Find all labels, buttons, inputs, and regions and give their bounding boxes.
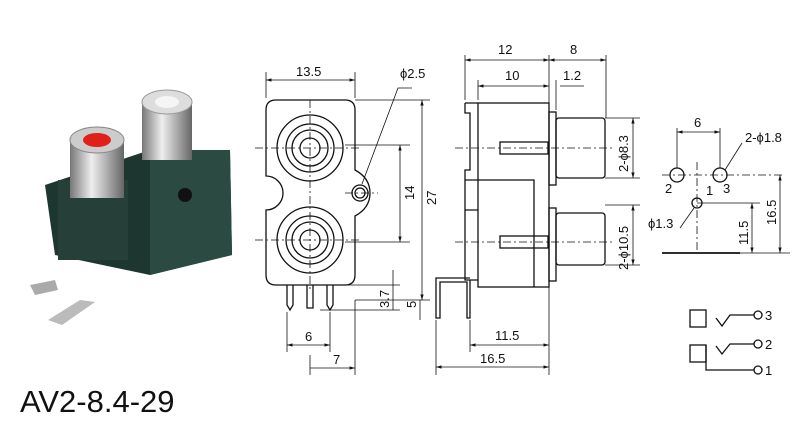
dim-h1: 11.5 bbox=[736, 221, 751, 245]
side-view: 12 8 10 1.2 2-ϕ8.3 2-ϕ10.5 11.5 16.5 bbox=[435, 42, 640, 375]
model-title: AV2-8.4-29 bbox=[20, 384, 175, 419]
schematic-pin-3: 3 bbox=[765, 308, 772, 323]
schematic-pin-2: 2 bbox=[765, 337, 772, 352]
product-photo bbox=[30, 89, 232, 325]
dim-flange: 1.2 bbox=[563, 68, 581, 83]
front-view: 13.5 ϕ2.5 27 14 3.7 5 6 7 bbox=[255, 64, 439, 375]
dim-inner: 10 bbox=[505, 68, 519, 83]
dim-holes: 2-ϕ1.8 bbox=[745, 130, 782, 145]
schematic: 3 2 1 bbox=[689, 308, 772, 378]
dim-pitch: 14 bbox=[402, 186, 417, 200]
pcb-layout: 6 2-ϕ1.8 ϕ1.3 11.5 16.5 1 2 3 bbox=[648, 115, 790, 254]
schematic-pin-1: 1 bbox=[765, 363, 772, 378]
dim-pin1-hole: ϕ1.3 bbox=[648, 216, 673, 231]
dim-pin-length: 3.7 bbox=[377, 290, 392, 308]
dim-dia-bottom: 2-ϕ10.5 bbox=[616, 226, 631, 270]
dim-depth: 11.5 bbox=[495, 328, 519, 343]
dim-pin-pitch: 6 bbox=[305, 329, 312, 344]
pin-label-1: 1 bbox=[706, 183, 713, 198]
pin-label-2: 2 bbox=[665, 181, 672, 196]
dim-h2: 16.5 bbox=[764, 200, 779, 225]
dim-body: 12 bbox=[498, 42, 512, 57]
pin-label-3: 3 bbox=[723, 181, 730, 196]
dim-spacing: 6 bbox=[694, 115, 701, 130]
dim-height: 27 bbox=[424, 191, 439, 205]
dim-jack: 8 bbox=[570, 42, 577, 57]
dim-bottom: 5 bbox=[404, 301, 419, 308]
dim-dia-top: 2-ϕ8.3 bbox=[616, 135, 631, 172]
dim-hole: ϕ2.5 bbox=[400, 66, 425, 81]
dim-total: 16.5 bbox=[480, 351, 505, 366]
dim-width: 13.5 bbox=[296, 64, 321, 79]
dim-offset: 7 bbox=[333, 352, 340, 367]
